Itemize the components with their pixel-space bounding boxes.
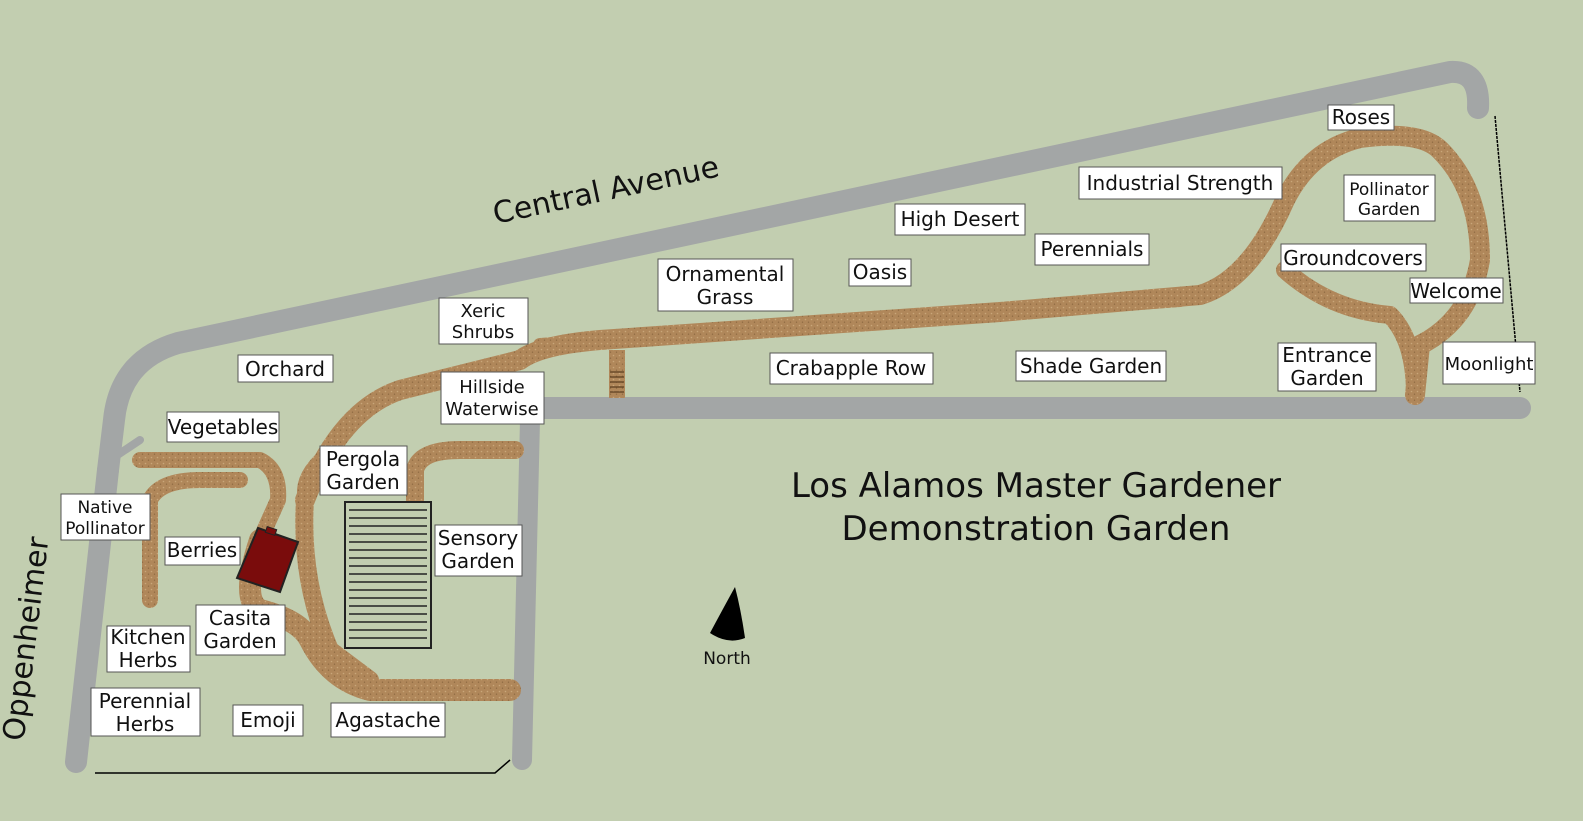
pergola-icon <box>344 501 432 649</box>
label-groundcovers: Groundcovers <box>1280 243 1427 272</box>
label-perennial-herbs: Perennial Herbs <box>90 687 201 737</box>
svg-text:Perennials: Perennials <box>1041 237 1144 261</box>
label-pergola-garden: Pergola Garden <box>319 445 408 496</box>
label-ornamental-grass: Ornamental Grass <box>657 258 794 312</box>
label-agastache: Agastache <box>330 702 446 738</box>
road-south-connector <box>512 410 540 770</box>
label-emoji: Emoji <box>232 704 304 737</box>
path-sensory <box>295 491 379 689</box>
svg-text:Pergola: Pergola <box>326 447 400 471</box>
svg-text:Casita: Casita <box>209 606 271 630</box>
svg-text:Shade Garden: Shade Garden <box>1020 354 1162 378</box>
map-title-line-1: Los Alamos Master Gardener <box>791 466 1281 506</box>
label-vegetables: Vegetables <box>166 411 280 443</box>
svg-text:Roses: Roses <box>1332 105 1390 129</box>
svg-text:Shrubs: Shrubs <box>452 322 514 343</box>
svg-text:Agastache: Agastache <box>335 708 440 732</box>
svg-text:Groundcovers: Groundcovers <box>1283 246 1423 270</box>
path-pergola-top <box>406 441 524 509</box>
label-shade-garden: Shade Garden <box>1015 350 1167 382</box>
svg-text:High Desert: High Desert <box>901 207 1020 231</box>
svg-text:Hillside: Hillside <box>459 377 524 398</box>
svg-text:Pollinator: Pollinator <box>1349 180 1428 200</box>
boundary-south <box>95 759 511 774</box>
svg-text:Ornamental: Ornamental <box>666 262 785 286</box>
svg-text:Sensory: Sensory <box>438 526 519 550</box>
map-title-line-2: Demonstration Garden <box>842 509 1231 549</box>
road-label-oppenheimer: Oppenheimer <box>0 534 57 742</box>
svg-text:Waterwise: Waterwise <box>445 399 538 420</box>
svg-text:Welcome: Welcome <box>1410 279 1501 303</box>
casita-icon <box>235 525 300 594</box>
svg-text:Industrial Strength: Industrial Strength <box>1087 171 1274 195</box>
svg-text:Grass: Grass <box>697 285 754 309</box>
label-crabapple-row: Crabapple Row <box>769 352 934 385</box>
label-industrial-strength: Industrial Strength <box>1078 166 1283 200</box>
svg-text:Garden: Garden <box>1290 366 1363 390</box>
main-path <box>295 125 1490 510</box>
compass-label: North <box>703 649 751 669</box>
path-casita-loop <box>239 529 521 701</box>
svg-text:Perennial: Perennial <box>99 689 191 713</box>
svg-text:Garden: Garden <box>203 629 276 653</box>
svg-text:Moonlight: Moonlight <box>1445 354 1534 375</box>
label-perennials: Perennials <box>1034 233 1150 266</box>
svg-text:Emoji: Emoji <box>240 708 295 732</box>
path-west-1 <box>132 452 287 548</box>
svg-text:Garden: Garden <box>441 549 514 573</box>
road-central-avenue <box>97 60 1490 481</box>
north-arrow-icon <box>710 587 745 641</box>
label-kitchen-herbs: Kitchen Herbs <box>106 625 191 673</box>
svg-text:Garden: Garden <box>1358 200 1420 220</box>
label-welcome: Welcome <box>1409 277 1504 304</box>
label-casita-garden: Casita Garden <box>195 604 286 656</box>
label-entrance-garden: Entrance Garden <box>1277 342 1377 392</box>
svg-text:Herbs: Herbs <box>119 648 178 672</box>
label-xeric-shrubs: Xeric Shrubs <box>438 297 529 345</box>
label-high-desert: High Desert <box>894 203 1026 236</box>
svg-text:Crabapple Row: Crabapple Row <box>776 356 927 380</box>
road-casita-spur <box>106 436 144 464</box>
svg-text:Pollinator: Pollinator <box>65 519 144 539</box>
label-berries: Berries <box>164 536 241 566</box>
label-orchard: Orchard <box>237 354 334 383</box>
svg-text:Garden: Garden <box>326 470 399 494</box>
label-sensory-garden: Sensory Garden <box>434 524 523 577</box>
path-hillside <box>297 453 327 507</box>
label-pollinator-garden: Pollinator Garden <box>1343 174 1436 222</box>
svg-text:Native: Native <box>77 498 132 518</box>
svg-text:Oasis: Oasis <box>853 260 907 284</box>
svg-text:Kitchen: Kitchen <box>110 625 185 649</box>
svg-text:Berries: Berries <box>167 538 237 562</box>
label-native-pollinator: Native Pollinator <box>60 493 151 541</box>
label-hillside-waterwise: Hillside Waterwise <box>440 371 545 425</box>
upper-spine <box>533 293 1187 352</box>
label-oasis: Oasis <box>848 258 912 287</box>
label-moonlight: Moonlight <box>1442 341 1536 385</box>
svg-text:Herbs: Herbs <box>116 712 175 736</box>
svg-text:Vegetables: Vegetables <box>168 415 279 439</box>
loop-inner <box>1276 261 1424 404</box>
road-label-central-avenue: Central Avenue <box>490 150 722 232</box>
svg-text:Orchard: Orchard <box>245 357 325 381</box>
steps-icon <box>609 350 625 398</box>
svg-text:Xeric: Xeric <box>461 301 506 322</box>
label-roses: Roses <box>1327 104 1395 131</box>
svg-text:Entrance: Entrance <box>1282 343 1372 367</box>
